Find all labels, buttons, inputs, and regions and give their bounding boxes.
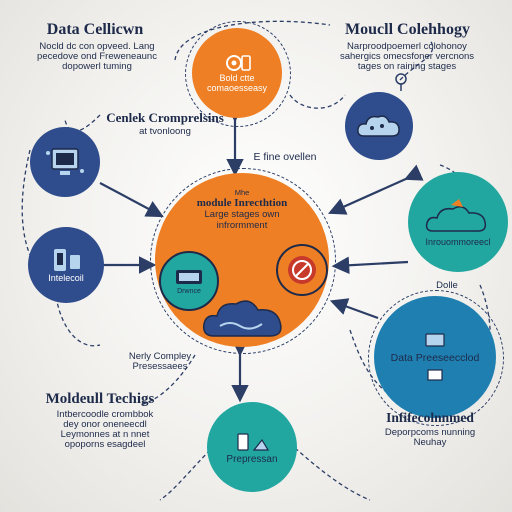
near-complex-line: Presessaees (132, 360, 188, 372)
document-icon (427, 369, 443, 381)
big-right-label: Data Preeseecclod (390, 352, 480, 364)
right-node-label: Inrouommoreecl (425, 237, 491, 247)
bottom-left-line: dey onor oneneecdl (63, 418, 147, 430)
computer-icon (46, 148, 84, 175)
center-right-chip (276, 244, 328, 296)
top-left-line: pecedove ond Freweneaunc (37, 50, 157, 62)
center-small: Mhe (234, 188, 250, 197)
bottom-left-line: Leymonnes at n nnet (60, 428, 150, 440)
dashed-connector (289, 94, 346, 109)
dashed-connector (64, 114, 101, 132)
center-ring (150, 168, 336, 354)
device-icon (54, 249, 80, 271)
center-line: Large stages own (204, 209, 280, 220)
orange-top-node: Bold ctte comaoesseasy (192, 28, 282, 118)
cloud-icon (425, 199, 487, 232)
center-cloud-icon (202, 300, 282, 337)
bottom-left-body: Intbercoodle crombbok dey onor oneneecdl… (35, 410, 175, 450)
top-right-line: Narproodpoemerl colohonoy (347, 41, 467, 52)
cloud-icon (357, 115, 400, 137)
arrow (99, 182, 164, 218)
arrow (329, 298, 379, 320)
center-title: module Inrecthtion (196, 197, 288, 209)
dashed-connector (139, 354, 196, 406)
node-ring (185, 21, 291, 127)
bottom-left-line: opoporns esagdeel (64, 438, 146, 450)
node-ring (368, 290, 504, 426)
cloud-node (345, 92, 413, 160)
orange-top-line: Bold ctte (219, 73, 255, 84)
monitor-icon (176, 269, 202, 284)
settings-dial-icon (288, 256, 316, 284)
top-left-body: Nocld dc con opveed. Lang pecedove ond F… (22, 42, 172, 72)
bottom-node: Prepressan (207, 402, 297, 492)
bottom-right-line: Neuhay (413, 436, 447, 448)
top-left-line: Nocld dc con opveed. Lang (39, 41, 155, 52)
bottom-left-heading: Moldeull Techigs (45, 391, 155, 407)
mid-label: E fine ovellen (253, 151, 317, 163)
right-teal-node: Inrouommoreecl (408, 172, 508, 272)
near-complex-line: Nerly Compley (128, 351, 192, 362)
arrow (327, 164, 424, 215)
top-left-line: dopowerl tuming (62, 60, 132, 72)
gear-icon (226, 55, 251, 72)
right-top-label: Dolle (436, 280, 458, 291)
screen-icon (425, 333, 445, 347)
top-right-line: sahergics omecsfoner vercnons (339, 50, 475, 62)
dashed-connector (399, 39, 434, 81)
top-right-heading: Moucll Colehhogy (345, 21, 470, 38)
left-mid-node: Intelecoil (28, 227, 104, 303)
mid-left-heading: Cenlek Cromprelsins (106, 110, 224, 125)
dashed-connector (294, 447, 371, 501)
bottom-right-body: Deporpcoms nunning Neuhay (375, 428, 485, 448)
top-right-body: Narproodpoemerl colohonoy sahergics omec… (318, 42, 496, 72)
bottom-right-line: Deporpcoms nunning (384, 427, 476, 438)
bottom-left-line: Intbercoodle crombbok (56, 409, 154, 420)
tools-icon (237, 432, 270, 451)
arrow (331, 256, 409, 275)
mid-left-sub: at tvonloong (139, 126, 191, 137)
near-complex-text: Nerly Compley Presessaees (110, 352, 210, 372)
pin-icon (395, 73, 407, 91)
chip-label: Drwnce (177, 287, 201, 295)
dashed-connector (54, 289, 101, 347)
bottom-node-label: Prepressan (226, 453, 278, 465)
left-node-label: Intelecoil (48, 273, 84, 283)
center-line: infrormment (216, 220, 268, 231)
dashed-connector (174, 20, 331, 61)
orange-top-line: comaoesseasy (206, 83, 268, 93)
top-right-line: tages on raining stages (357, 60, 457, 72)
bottom-right-heading: Infifecolnnmed (386, 410, 474, 425)
center-left-chip: Drwnce (159, 251, 219, 311)
left-top-node (30, 127, 100, 197)
big-right-node: Data Preeseecclod (374, 296, 496, 418)
top-left-heading: Data Cellicwn (46, 21, 144, 38)
